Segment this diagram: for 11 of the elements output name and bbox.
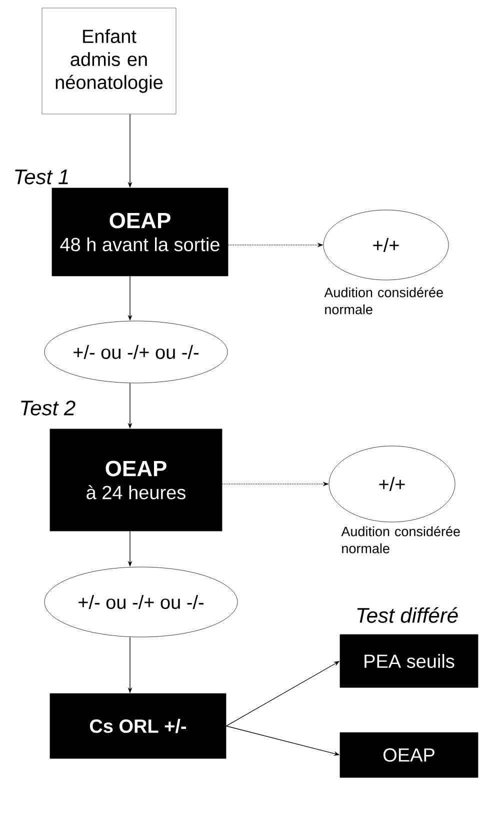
test-label: Test 2 [21,400,76,416]
process-box: PEA seuils [340,634,478,688]
result-caption: Audition considérée normale [341,526,460,554]
process-box: OEAP 48 h avant la sortie [52,188,228,276]
test-label: Test différé [357,607,458,623]
process-box: OEAP à 24 heures [50,428,222,532]
result-caption: Audition considérée normale [324,287,443,314]
process-box: OEAP [340,732,478,778]
process-box: Cs ORL +/- [50,693,226,759]
test-label: Test 1 [15,170,68,184]
process-box: Enfant admis en néonatologie [42,8,176,114]
